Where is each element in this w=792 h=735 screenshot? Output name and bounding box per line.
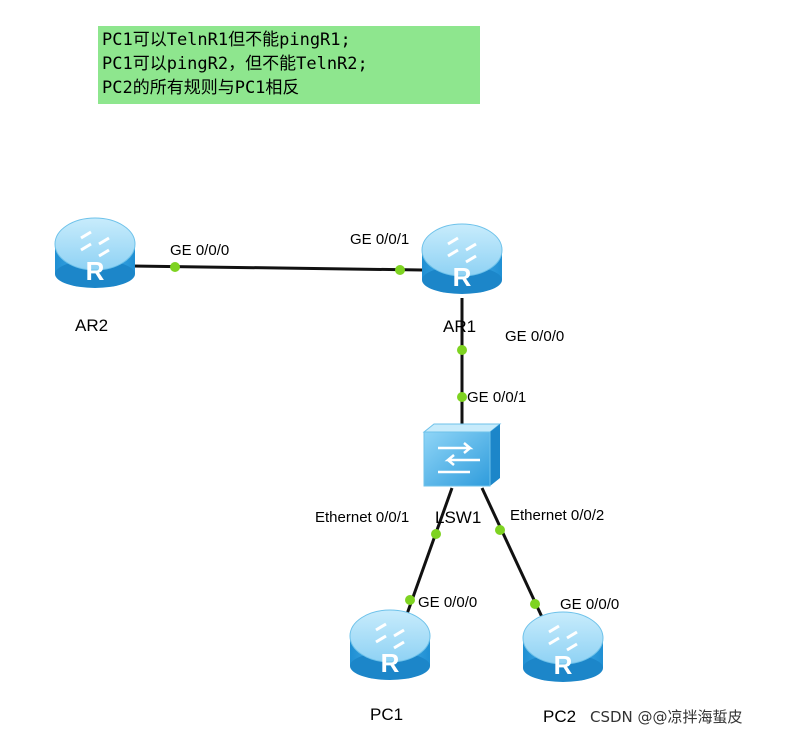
- device-label-pc1: PC1: [370, 705, 403, 724]
- port-label-pc2-ge000: GE 0/0/0: [560, 596, 619, 613]
- router-glyph: R: [453, 262, 472, 292]
- port-dot-ar1-ge001: [395, 265, 405, 275]
- router-glyph: R: [554, 650, 573, 680]
- port-dot-pc2-ge000: [530, 599, 540, 609]
- port-dot-lsw1-e002: [495, 525, 505, 535]
- switch-lsw1-icon[interactable]: [422, 423, 502, 487]
- router-glyph: R: [86, 256, 105, 286]
- port-dot-pc1-ge000: [405, 595, 415, 605]
- port-label-ar1-ge001: GE 0/0/1: [350, 231, 409, 248]
- pc2-icon[interactable]: R: [522, 611, 604, 682]
- port-dot-ar2-ge000: [170, 262, 180, 272]
- link-ar2-ar1[interactable]: [131, 264, 423, 272]
- router-ar2-icon[interactable]: R: [54, 217, 136, 288]
- router-ar1-icon[interactable]: R: [421, 223, 503, 294]
- note-line-1: PC1可以TelnR1但不能pingR1;: [102, 30, 351, 50]
- device-label-ar1: AR1: [443, 317, 476, 336]
- port-label-lsw1-e002: Ethernet 0/0/2: [510, 507, 604, 524]
- port-dot-lsw1-ge001: [457, 392, 467, 402]
- port-label-lsw1-e001: Ethernet 0/0/1: [315, 509, 409, 526]
- device-label-pc2: PC2: [543, 707, 576, 726]
- pc1-icon[interactable]: R: [349, 609, 431, 680]
- port-label-ar1-ge000: GE 0/0/0: [505, 328, 564, 345]
- annotation-note: PC1可以TelnR1但不能pingR1; PC1可以pingR2，但不能Tel…: [98, 26, 480, 104]
- port-label-ar2-ge000: GE 0/0/0: [170, 242, 229, 259]
- port-dot-ar1-ge000: [457, 345, 467, 355]
- watermark-text: CSDN @@凉拌海蜇皮: [590, 708, 743, 726]
- port-dot-lsw1-e001: [431, 529, 441, 539]
- device-label-ar2: AR2: [75, 316, 108, 335]
- device-label-lsw1: LSW1: [435, 508, 481, 527]
- note-line-3: PC2的所有规则与PC1相反: [102, 78, 300, 98]
- note-line-2: PC1可以pingR2，但不能TelnR2;: [102, 54, 368, 74]
- router-glyph: R: [381, 648, 400, 678]
- port-label-pc1-ge000: GE 0/0/0: [418, 594, 477, 611]
- port-label-lsw1-ge001: GE 0/0/1: [467, 389, 526, 406]
